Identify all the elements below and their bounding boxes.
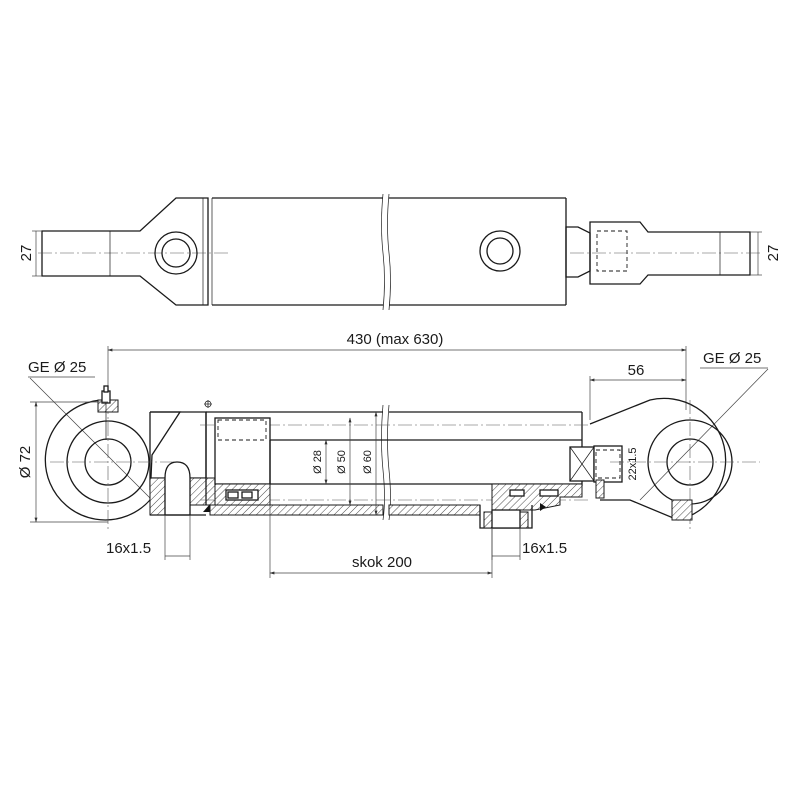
- piston: [203, 417, 271, 512]
- rod-end-port: [479, 505, 533, 529]
- gland: [491, 483, 583, 511]
- stroke-label: skok 200: [352, 554, 412, 571]
- dim-27-left: 27: [18, 230, 42, 277]
- dim-rod-diameter: Ø 28: [312, 439, 328, 485]
- dim-eye-offset: 56: [589, 362, 687, 420]
- dim-overall-length: 430 (max 630): [107, 331, 687, 410]
- bearing-left-callout: GE Ø 25: [28, 359, 153, 501]
- dim-tube-diameter: Ø 60: [362, 411, 378, 516]
- port-right-label: 16x1.5: [522, 540, 567, 557]
- top-view: 27 27: [18, 193, 782, 311]
- rod-thread-label: 22x1.5: [627, 447, 639, 480]
- bearing-right-label: GE Ø 25: [703, 350, 761, 367]
- rod-thread: 22x1.5: [569, 445, 639, 499]
- dim-port-right: 16x1.5: [491, 528, 567, 560]
- reference-mark-icon: [204, 400, 212, 408]
- port-left-label: 16x1.5: [106, 540, 151, 557]
- base-cap: [149, 411, 216, 516]
- overall-length-label: 430 (max 630): [347, 331, 444, 348]
- rod-width-left-label: 27: [18, 245, 35, 262]
- dim-port-left: 16x1.5: [106, 515, 191, 560]
- top-port-circle: [479, 230, 521, 272]
- bearing-right-callout: GE Ø 25: [639, 350, 769, 501]
- tube-diameter-label: Ø 60: [362, 450, 374, 474]
- rod-width-right-label: 27: [765, 245, 782, 262]
- dim-stroke: skok 200: [269, 505, 493, 578]
- tube-wall-section: [209, 504, 481, 516]
- eye-offset-label: 56: [628, 362, 645, 379]
- dim-eye-diameter: Ø 72: [17, 401, 108, 523]
- right-eye-section: [589, 397, 760, 530]
- top-left-eye-circle: [154, 231, 198, 275]
- section-view: 430 (max 630) GE Ø 25 GE Ø 25: [17, 331, 769, 578]
- top-left-rod-end: [38, 197, 230, 306]
- top-right-rod: [565, 221, 762, 285]
- bearing-left-label: GE Ø 25: [28, 359, 86, 376]
- eye-diameter-label: Ø 72: [17, 446, 34, 479]
- dim-bore-diameter: Ø 50: [336, 417, 352, 506]
- top-cylinder-tube: [212, 193, 567, 311]
- bore-diameter-label: Ø 50: [336, 450, 348, 474]
- grease-nipple-icon: [101, 385, 111, 440]
- dim-27-right: 27: [750, 231, 782, 276]
- rod-diameter-label: Ø 28: [312, 450, 324, 474]
